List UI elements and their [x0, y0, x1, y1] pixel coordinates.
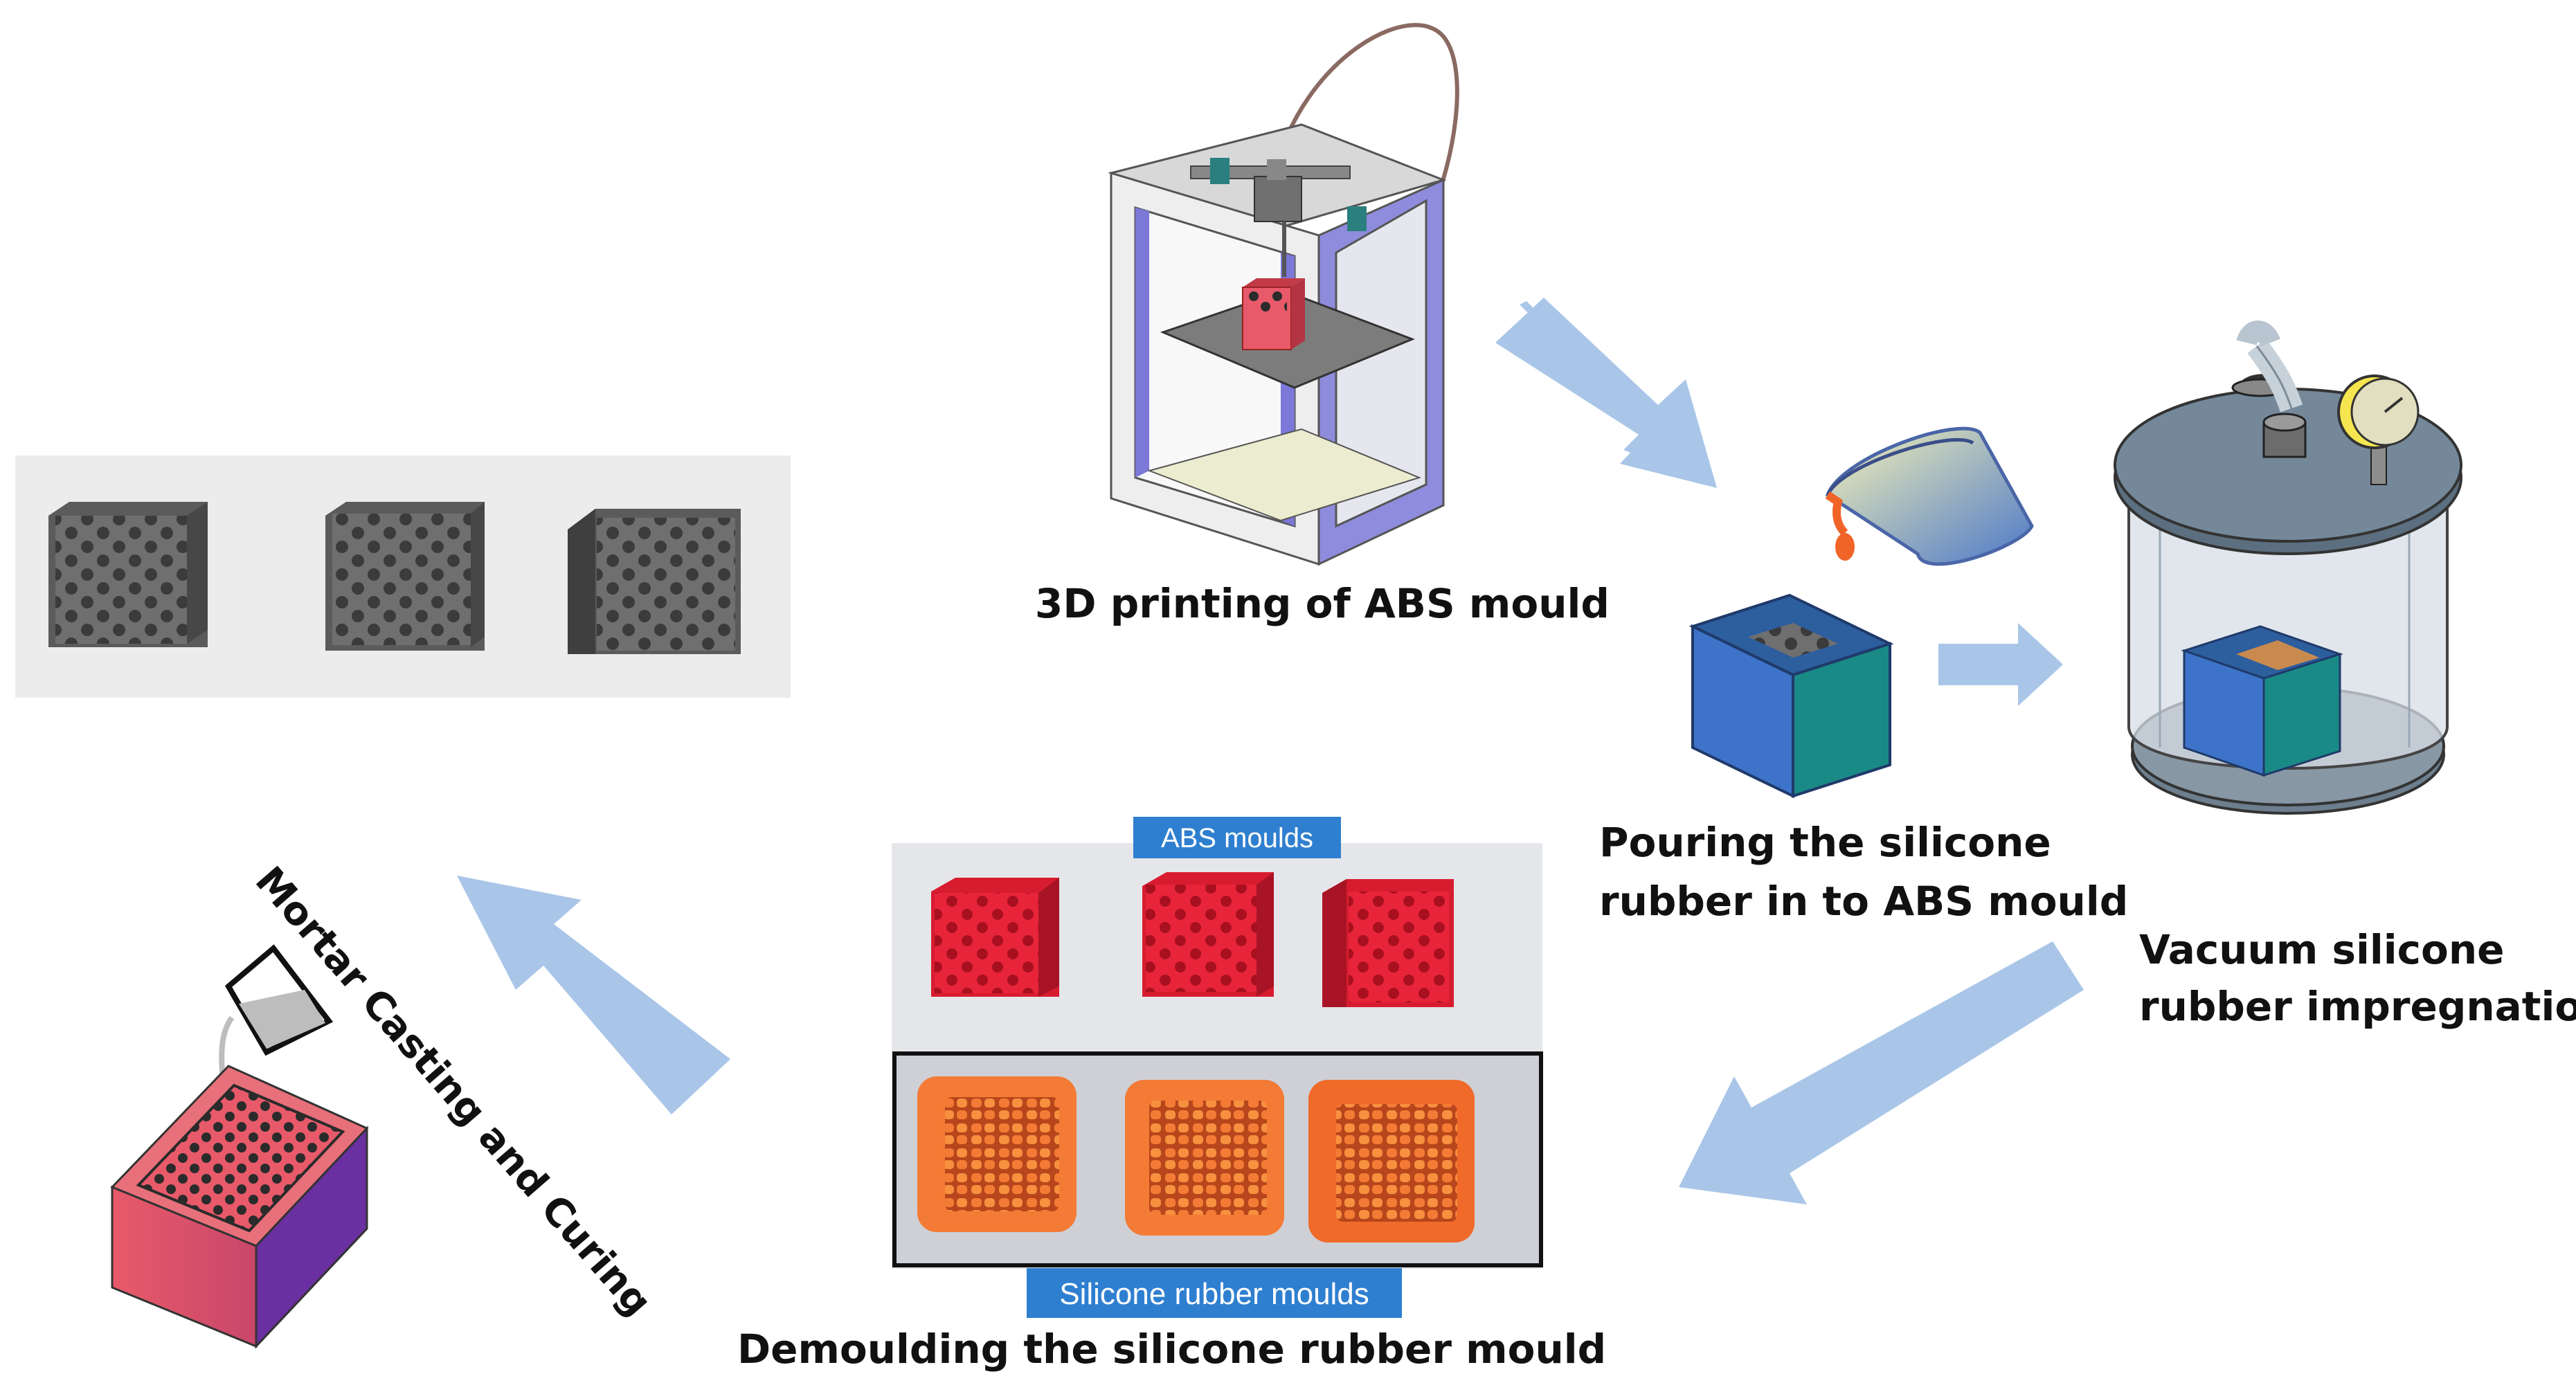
- tag-abs-moulds: ABS moulds: [1160, 823, 1314, 853]
- casting-block: [110, 1065, 369, 1349]
- mortar-casting-illustration: [110, 944, 369, 1349]
- silicone-moulds-tag-bg: [1027, 1268, 1402, 1318]
- abs-moulds-tag-bg: [1133, 817, 1341, 858]
- abs-mould-box: [1688, 593, 1894, 799]
- mortar-cube-3: [568, 509, 741, 654]
- casting-cup: [219, 944, 334, 1081]
- arrow-printer-to-pouring-body: [1495, 298, 1717, 488]
- pouring-jug: [1825, 426, 2034, 566]
- pouring-illustration: [1688, 426, 2034, 799]
- filament-tube: [1272, 23, 1459, 209]
- silicone-orange-moulds: [917, 1076, 1475, 1242]
- arrow-demoulding-to-casting: [457, 876, 730, 1114]
- flow-arrows: [457, 298, 2084, 1204]
- vacuum-chamber: [2114, 320, 2462, 815]
- mortar-cube-1: [48, 502, 208, 647]
- arrow-pouring-to-vacuum: [1938, 623, 2063, 706]
- mortar-cube-2: [325, 502, 485, 651]
- label-pouring-line2: rubber in to ABS mould: [1599, 878, 2129, 925]
- printer-illustration: [1108, 23, 1459, 566]
- arrow-vacuum-to-demoulding: [1679, 941, 2084, 1204]
- label-vacuum-line1: Vacuum silicone: [2139, 926, 2505, 973]
- abs-red-moulds: [931, 872, 1454, 1007]
- label-pouring-line1: Pouring the silicone: [1599, 819, 2051, 866]
- mortar-specimens-photo: [15, 455, 791, 698]
- label-vacuum-line2: rubber impregnation: [2139, 983, 2576, 1030]
- demoulding-photo: [892, 843, 1543, 1269]
- label-demoulding: Demoulding the silicone rubber mould: [737, 1326, 1607, 1373]
- printed-part: [1242, 278, 1305, 350]
- label-3d-printing: 3D printing of ABS mould: [1035, 580, 1610, 627]
- tag-silicone-moulds: Silicone rubber moulds: [1059, 1277, 1369, 1311]
